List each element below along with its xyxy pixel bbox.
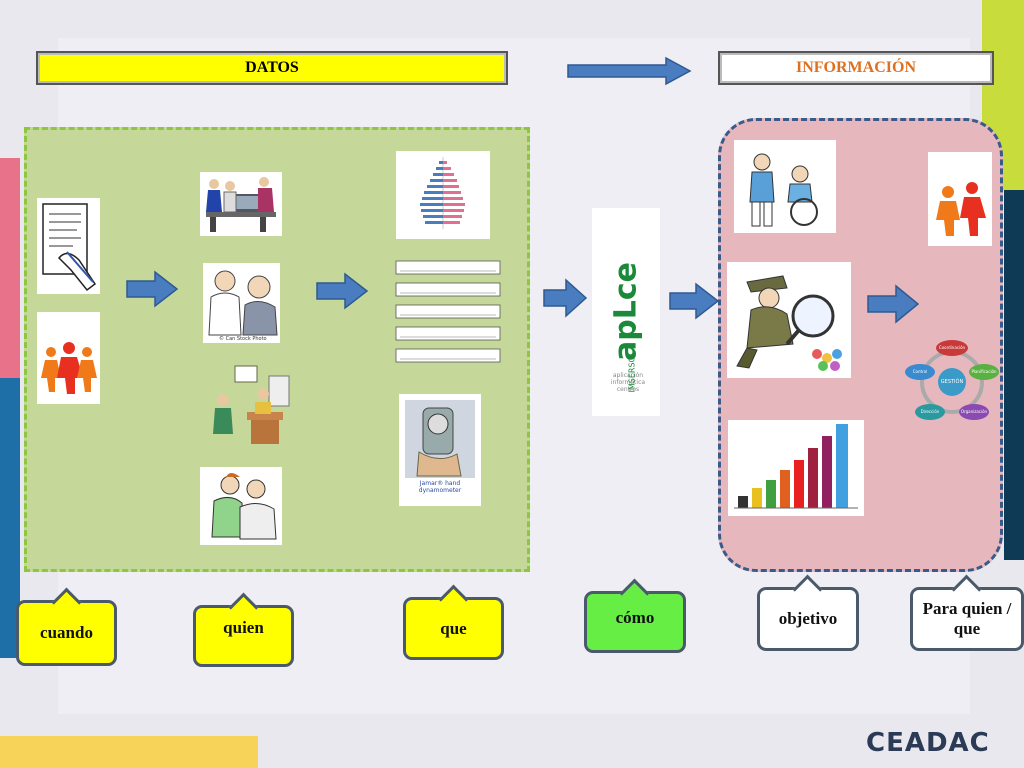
cycle-node-direccion: Dirección <box>920 409 940 414</box>
form-writing-picture <box>37 198 100 294</box>
callout-como-label: cómo <box>615 608 655 628</box>
people-figures-info-picture <box>928 152 992 246</box>
aplce-logo-main: apLce <box>608 262 644 361</box>
flow-arrow-4 <box>668 282 720 320</box>
callout-que: que <box>403 597 504 660</box>
callout-quien-label: quien <box>223 618 264 638</box>
flow-arrow-5 <box>866 284 920 324</box>
callout-para-quien-label: Para quien / que <box>922 599 1012 638</box>
management-cycle-diagram: GESTIÓN Coordinación Planificación Organ… <box>904 336 1000 426</box>
callout-para-quien: Para quien / que <box>910 587 1024 651</box>
callout-cuando: cuando <box>16 600 117 666</box>
flow-arrow-3 <box>542 278 588 318</box>
header-arrow <box>566 56 694 86</box>
cycle-node-control: Control <box>912 369 928 374</box>
cycle-node-planificacion: Planificación <box>971 369 997 374</box>
people-figures-picture <box>37 312 100 404</box>
doctor-patient-picture: © Can Stock Photo <box>203 263 280 343</box>
callout-cuando-label: cuando <box>40 623 93 643</box>
ceadac-logo: CEADAC <box>866 728 990 758</box>
datos-header: DATOS <box>36 51 508 85</box>
callout-objetivo-label: objetivo <box>778 609 838 629</box>
decor-yellow-bar <box>0 736 258 768</box>
office-workers-picture <box>200 172 282 236</box>
cycle-node-coordinacion: Coordinación <box>938 345 966 350</box>
callout-que-label: que <box>440 618 467 638</box>
flow-arrow-1 <box>125 270 179 308</box>
dynamometer-caption: Jamar® hand dynamometer <box>418 480 462 495</box>
consultation-picture <box>207 362 293 450</box>
callout-como: cómo <box>584 591 686 653</box>
callout-quien: quien <box>193 605 294 667</box>
population-pyramid-picture <box>396 151 490 239</box>
aplce-logo: apLce IMSERSO aplicación informática cen… <box>592 208 660 416</box>
detective-magnifier-picture <box>727 262 851 378</box>
photo-credit: © Can Stock Photo <box>219 336 267 342</box>
decor-blue-bar <box>0 378 20 658</box>
rating-scales-picture <box>394 257 502 365</box>
cycle-node-organizacion: Organización <box>960 409 988 414</box>
aplce-logo-sub: aplicación informática centros <box>610 372 646 394</box>
datos-header-label: DATOS <box>245 59 299 76</box>
caregiver-wheelchair-picture <box>734 140 836 233</box>
cycle-center-label: GESTIÓN <box>940 379 964 385</box>
decor-pink-bar <box>0 158 20 378</box>
callout-objetivo: objetivo <box>757 587 859 651</box>
informacion-header-label: INFORMACIÓN <box>796 59 916 76</box>
helper-drawing-picture <box>200 467 282 545</box>
bar-chart-picture <box>728 420 864 516</box>
hand-dynamometer-picture: Jamar® hand dynamometer <box>399 394 481 506</box>
informacion-header: INFORMACIÓN <box>718 51 994 85</box>
decor-navy-bar <box>1004 190 1024 560</box>
flow-arrow-2 <box>315 272 369 310</box>
